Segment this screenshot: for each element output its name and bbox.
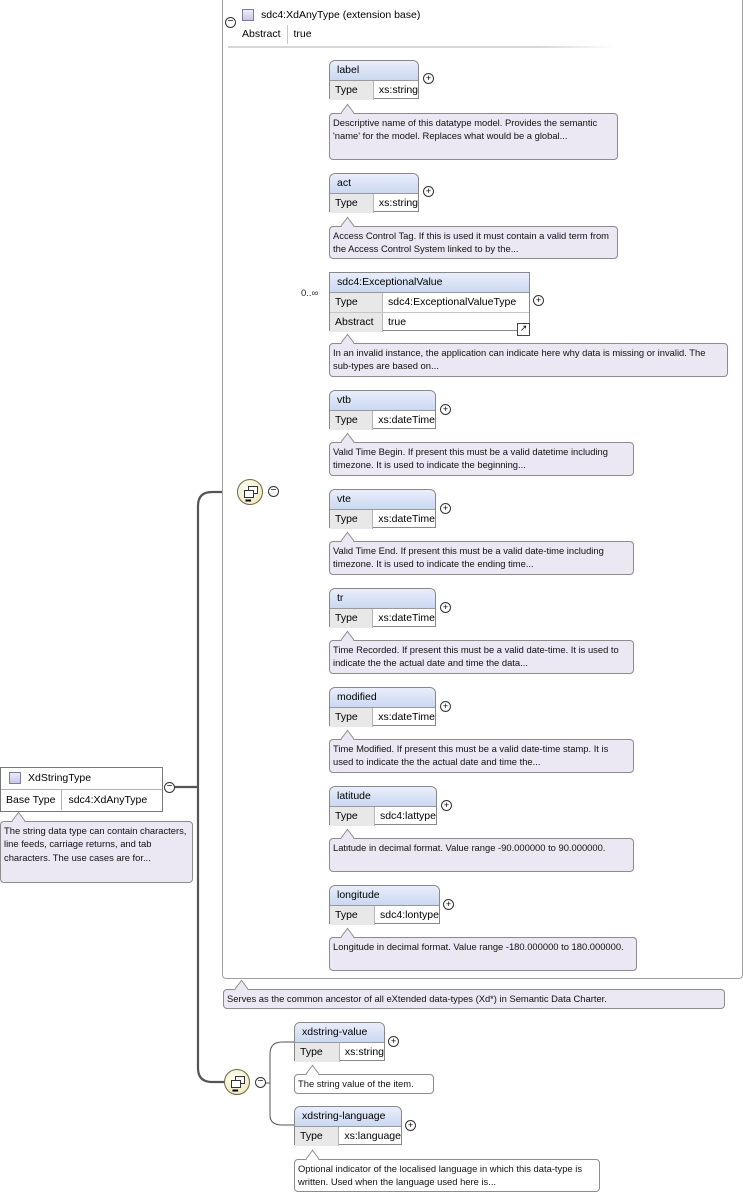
expand-label-icon[interactable]: + <box>423 73 434 84</box>
property-value: sdc4:ExceptionalValueType <box>388 296 517 308</box>
element-name: label <box>330 61 418 81</box>
annotation-vte: Valid Time End. If present this must be … <box>329 541 634 575</box>
property-key: Type <box>330 906 376 925</box>
expand-xdstring-language-icon[interactable]: + <box>405 1120 416 1131</box>
property-value: xs:language <box>344 1130 401 1142</box>
root-type-property: Base Type sdc4:XdAnyType <box>1 790 162 810</box>
element-act[interactable]: act Type xs:string <box>329 173 419 213</box>
collapse-extension-icon[interactable]: − <box>225 17 236 28</box>
property-key: Abstract <box>330 313 383 332</box>
element-exceptional-value[interactable]: sdc4:ExceptionalValue Type sdc4:Exception… <box>329 272 530 336</box>
element-label[interactable]: label Type xs:string <box>329 60 419 100</box>
element-name: tr <box>330 589 435 609</box>
property-value: xs:string <box>344 1046 384 1058</box>
annotation-vtb: Valid Time Begin. If present this must b… <box>329 442 634 476</box>
collapse-sequence-icon[interactable]: − <box>268 486 279 497</box>
element-latitude[interactable]: latitude Type sdc4:lattype <box>329 786 437 826</box>
element-modified[interactable]: modified Type xs:dateTime <box>329 687 436 727</box>
annotation-act: Access Control Tag. If this is used it m… <box>329 226 618 259</box>
sequence-compositor-icon[interactable]: ▪▪▪ <box>237 479 263 505</box>
element-longitude[interactable]: longitude Type sdc4:lontype <box>329 885 440 925</box>
expand-vte-icon[interactable]: + <box>440 503 451 514</box>
reference-arrow-icon[interactable]: ↗ <box>517 323 530 336</box>
expand-xdstring-value-icon[interactable]: + <box>388 1036 399 1047</box>
property-value: true <box>388 316 407 328</box>
element-xdstring-language[interactable]: xdstring-language Type xs:language <box>294 1106 402 1146</box>
element-name: xdstring-value <box>295 1023 384 1043</box>
root-type-name: XdStringType <box>28 772 92 784</box>
element-name: act <box>330 174 418 194</box>
property-key: Type <box>330 293 383 312</box>
annotation-longitude: Longitude in decimal format. Value range… <box>329 937 637 971</box>
property-key: Type <box>330 609 374 628</box>
annotation-label: Descriptive name of this datatype model.… <box>329 113 618 160</box>
multiplicity: 0..∞ <box>301 288 319 299</box>
property-key: Type <box>330 411 374 430</box>
expand-vtb-icon[interactable]: + <box>440 404 451 415</box>
property-key: Type <box>330 81 374 100</box>
annotation-root-type: The string data type can contain charact… <box>0 821 193 883</box>
property-key: Type <box>295 1127 340 1146</box>
property-value: xs:dateTime <box>378 711 435 723</box>
collapse-root-icon[interactable]: − <box>164 782 175 793</box>
property-key: Abstract <box>236 25 288 44</box>
divider <box>228 46 616 48</box>
element-name: sdc4:ExceptionalValue <box>330 273 529 293</box>
expand-tr-icon[interactable]: + <box>440 602 451 613</box>
property-key: Type <box>330 807 375 826</box>
property-value: sdc4:lontype <box>380 909 439 921</box>
annotation-latitude: Latitude in decimal format. Value range … <box>329 838 634 872</box>
property-value: xs:dateTime <box>378 612 435 624</box>
property-key: Type <box>330 194 374 213</box>
property-value: xs:string <box>378 84 418 96</box>
complex-type-icon <box>242 9 254 22</box>
extension-base-name: sdc4:XdAnyType (extension base) <box>261 9 421 21</box>
property-key: Type <box>330 510 374 529</box>
element-name: vtb <box>330 391 435 411</box>
property-value: true <box>293 28 312 40</box>
expand-latitude-icon[interactable]: + <box>441 800 452 811</box>
property-value: xs:dateTime <box>378 513 435 525</box>
annotation-modified: Time Modified. If present this must be a… <box>329 739 634 773</box>
annotation-tr: Time Recorded. If present this must be a… <box>329 640 634 674</box>
expand-act-icon[interactable]: + <box>423 186 434 197</box>
property-key: Type <box>330 708 374 727</box>
collapse-own-sequence-icon[interactable]: − <box>255 1077 266 1088</box>
property-value: xs:dateTime <box>378 414 435 426</box>
expand-longitude-icon[interactable]: + <box>443 899 454 910</box>
annotation-exceptional-value: In an invalid instance, the application … <box>329 343 728 377</box>
root-type-header: XdStringType <box>1 768 162 790</box>
element-xdstring-value[interactable]: xdstring-value Type xs:string <box>294 1022 385 1062</box>
annotation-extension-base: Serves as the common ancestor of all eXt… <box>223 989 725 1009</box>
root-type-box[interactable]: XdStringType Base Type sdc4:XdAnyType <box>0 767 163 812</box>
expand-exceptional-value-icon[interactable]: + <box>533 295 544 306</box>
property-value: sdc4:XdAnyType <box>68 794 148 806</box>
property-value: xs:string <box>378 197 418 209</box>
extension-base-property: Abstract true <box>236 25 318 44</box>
complex-type-icon <box>9 772 21 785</box>
element-name: modified <box>330 688 435 708</box>
annotation-xdstring-value: The string value of the item. <box>294 1074 434 1094</box>
element-name: vte <box>330 490 435 510</box>
property-key: Type <box>295 1043 340 1062</box>
expand-modified-icon[interactable]: + <box>440 701 451 712</box>
property-value: sdc4:lattype <box>379 810 436 822</box>
element-vtb[interactable]: vtb Type xs:dateTime <box>329 390 436 430</box>
element-name: latitude <box>330 787 436 807</box>
sequence-compositor-icon[interactable]: ▪▪▪ <box>224 1069 250 1095</box>
element-name: xdstring-language <box>295 1107 401 1127</box>
element-name: longitude <box>330 886 439 906</box>
extension-base-header[interactable]: sdc4:XdAnyType (extension base) <box>242 5 420 25</box>
annotation-xdstring-language: Optional indicator of the localised lang… <box>294 1159 600 1192</box>
property-key: Base Type <box>1 790 63 810</box>
element-tr[interactable]: tr Type xs:dateTime <box>329 588 436 628</box>
extension-base-panel <box>222 0 743 979</box>
element-vte[interactable]: vte Type xs:dateTime <box>329 489 436 529</box>
